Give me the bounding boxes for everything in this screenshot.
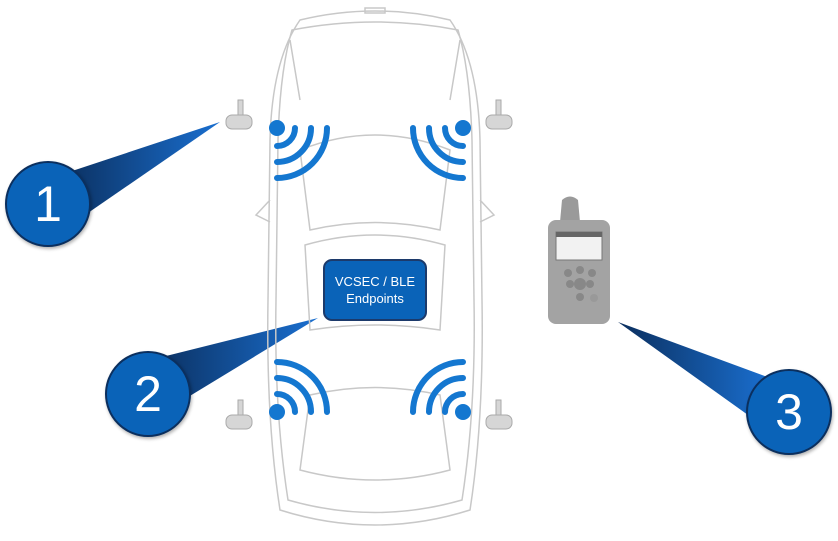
- tpms-sensor-icon-front-left: [225, 99, 253, 130]
- tpms-sensor-icon-front-right: [485, 99, 513, 130]
- callout-2-label: 2: [134, 366, 162, 422]
- callout-1: 1: [5, 161, 91, 247]
- wifi-signal-icon-rear-right: [410, 359, 471, 420]
- callout-3: 3: [746, 369, 832, 455]
- wifi-signal-icon-front-right: [410, 120, 471, 181]
- vcsec-ble-endpoints-box: VCSEC / BLE Endpoints: [323, 259, 427, 321]
- tpms-sensor-icon-rear-right: [485, 399, 513, 430]
- tpms-sensor-icon-rear-left: [225, 399, 253, 430]
- tpms-tool-device-icon: [548, 196, 610, 324]
- car-outline: [254, 7, 496, 526]
- callout-3-label: 3: [775, 384, 803, 440]
- callout-2: 2: [105, 351, 191, 437]
- endpoint-box-line2: Endpoints: [346, 291, 404, 306]
- endpoint-box-line1: VCSEC / BLE: [334, 274, 416, 289]
- callout-1-label: 1: [34, 176, 62, 232]
- callout-pointer-1: [60, 122, 220, 215]
- wifi-signal-icon-front-left: [269, 120, 330, 181]
- callout-pointer-3: [618, 322, 770, 420]
- wifi-signal-icon-rear-left: [269, 359, 330, 420]
